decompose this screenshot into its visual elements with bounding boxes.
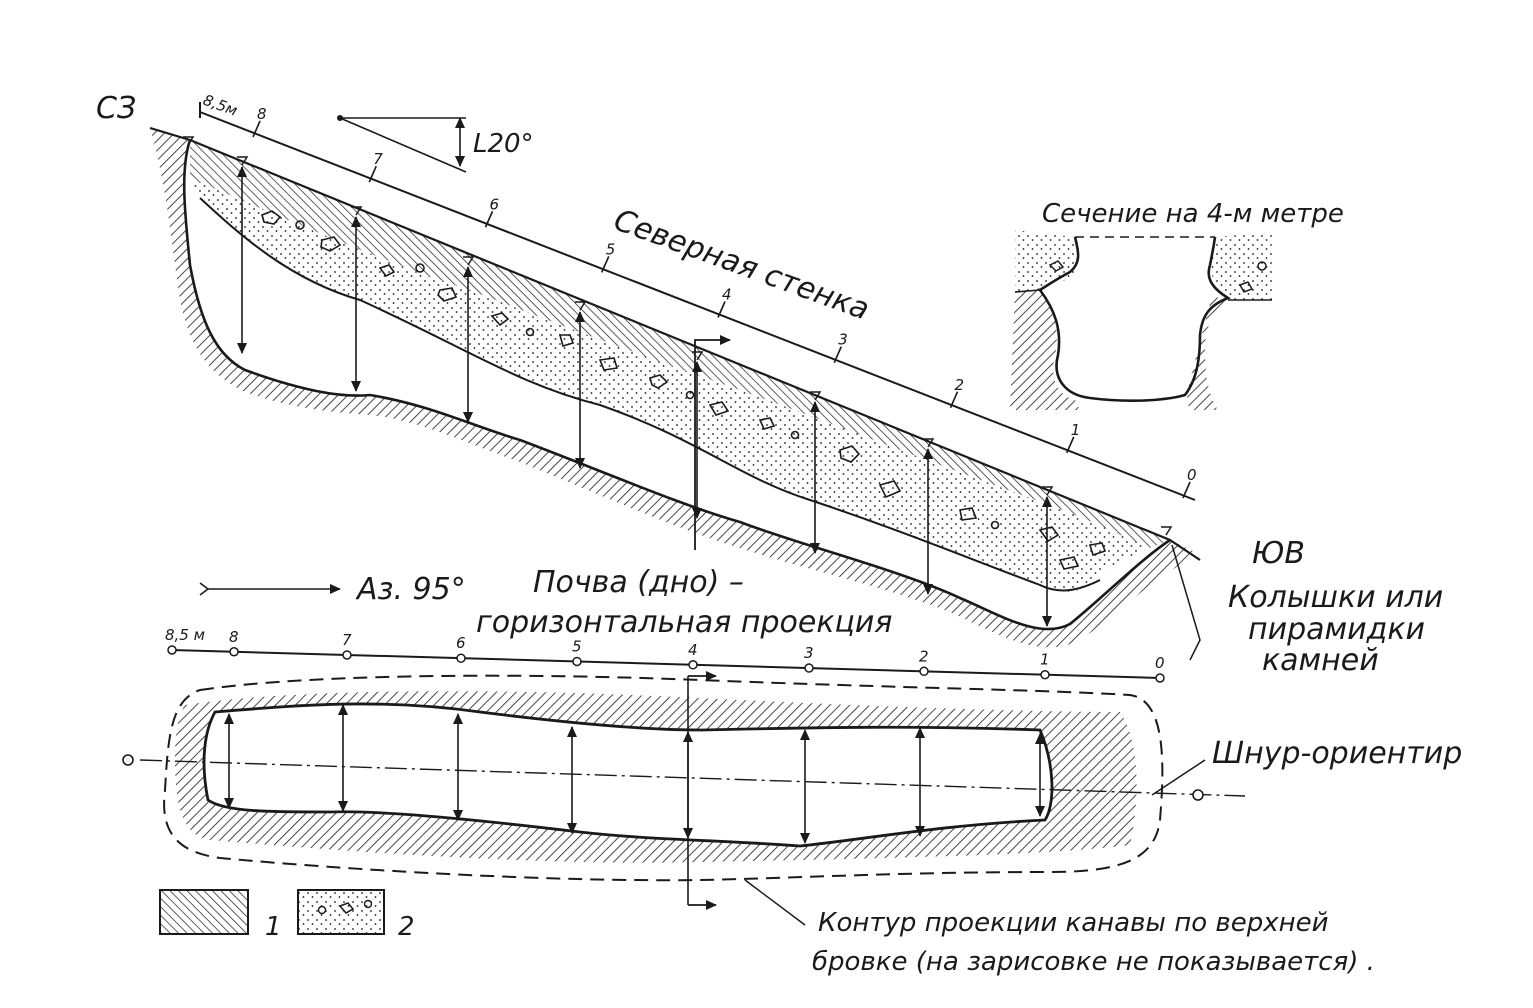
profile-scale-tick-label: 1: [1071, 421, 1081, 439]
contour-note-line-2: бровке (на зарисовке не показывается) .: [812, 947, 1375, 977]
legend-stone: [338, 902, 355, 914]
legend-number-1: 1: [265, 912, 282, 942]
profile-layer-2: [190, 178, 1150, 592]
plan-station-label: 2: [919, 647, 929, 665]
plan-station-label: 4: [688, 641, 698, 659]
plan-station: [229, 647, 239, 657]
stake-marker: [810, 391, 822, 401]
profile-layer-1: [190, 140, 1170, 548]
plan-station: [688, 660, 698, 670]
stake-marker: [463, 256, 475, 266]
stake-marker: [1042, 486, 1054, 496]
upper-edge-contour-dashed: [163, 674, 1164, 882]
cord-peg-east: [1192, 789, 1204, 801]
profile-scale-tick-label: 3: [838, 331, 848, 349]
plan-station-label: 5: [572, 637, 582, 655]
profile-se-label: ЮВ: [1252, 536, 1305, 571]
profile-stones: [261, 210, 1107, 570]
profile-scale-tick: [717, 301, 726, 318]
stakes-label-line-2: пирамидки: [1248, 612, 1425, 647]
stake-marker: [1161, 526, 1173, 536]
plan-station-label: 7: [342, 631, 352, 649]
stake-marker: [351, 206, 363, 216]
plan-station: [919, 666, 929, 677]
section-layer-line-left: [1014, 289, 1041, 293]
stakes-label-line-1: Колышки или: [1228, 580, 1443, 615]
plan-view: Аз. 95° Почва (дно) – горизонтальная про…: [122, 565, 1462, 977]
profile-scale-tick: [949, 391, 959, 409]
profile-scale-tick-label: 4: [722, 286, 732, 304]
floor-label-line-1: Почва (дно) –: [533, 565, 744, 600]
stakes-leader-line: [1171, 544, 1201, 661]
floor-label-line-2: горизонтальная проекция: [476, 605, 892, 640]
profile-scale-tick-label: 5: [606, 240, 616, 258]
plan-axis-line: [171, 649, 1161, 679]
plan-station-label: 3: [804, 644, 814, 662]
legend-swatch-hatch: [159, 889, 249, 935]
plan-axis-start-label: 8,5 м: [165, 626, 205, 644]
profile-scale-tick: [1066, 436, 1075, 454]
plan-wall-hatch: [175, 691, 1137, 863]
cord-leader-line: [1151, 759, 1206, 796]
section-pebble: [1257, 261, 1267, 271]
plan-floor-outline: [202, 702, 1054, 848]
profile-scale-ticks: 8 7 6 5 4 3 2 1 0: [252, 105, 1197, 499]
dip-angle-symbol: L20°: [337, 115, 534, 173]
profile-scale-tick: [1182, 481, 1191, 499]
plan-station-start: [167, 645, 177, 655]
contour-leader-line: [744, 879, 806, 926]
stake-marker: [575, 301, 587, 311]
section-title: Сечение на 4-м метре: [1042, 199, 1344, 229]
legend-pebble-b: [363, 899, 373, 909]
legend: 1 2: [159, 889, 415, 942]
plan-station: [572, 656, 582, 667]
profile-scale-tick: [601, 256, 610, 273]
stake-marker: [923, 438, 935, 448]
profile-wall-label: Северная стенка: [609, 203, 873, 328]
contour-note-line-1: Контур проекции канавы по верхней: [818, 908, 1329, 938]
azimuth-arrow-tail: [199, 582, 210, 596]
cord-label: Шнур-ориентир: [1212, 736, 1462, 771]
plan-station: [1155, 673, 1165, 683]
azimuth-label: Аз. 95°: [355, 572, 466, 607]
plan-station: [456, 653, 466, 663]
profile-scale-tick-label: 7: [373, 150, 383, 168]
profile-scale-tick-label: 8: [257, 105, 267, 123]
stake-marker: [183, 136, 195, 146]
profile-scale-tick: [484, 210, 494, 228]
stake-marker: [237, 156, 249, 166]
cross-section-4m: Сечение на 4-м метре: [1010, 199, 1344, 410]
profile-scale-tick-label: 2: [955, 376, 965, 394]
profile-scale-line: [199, 111, 1196, 501]
profile-depth-measures: [183, 136, 1173, 627]
plan-station: [342, 650, 352, 660]
legend-swatch-dots: [297, 889, 385, 935]
stakes-label-line-3: камней: [1262, 643, 1379, 678]
section-stones: [1048, 260, 1254, 293]
profile-scale-tick: [833, 346, 842, 363]
profile-scale-tick: [368, 165, 377, 183]
plan-station: [804, 663, 814, 673]
legend-pebble-a: [317, 905, 327, 915]
profile-section-4m-marker: [694, 335, 731, 550]
plan-station: [1040, 669, 1050, 680]
profile-surface-line: [149, 126, 1201, 561]
profile-scale-tick-label: 0: [1187, 466, 1197, 484]
section-outline: [1038, 236, 1231, 402]
profile-nw-label: СЗ: [96, 91, 136, 126]
plan-station-label: 1: [1040, 651, 1050, 669]
profile-floor-line: [182, 139, 1171, 631]
cord-peg-west: [122, 754, 134, 766]
plan-station-label: 0: [1155, 654, 1165, 672]
plan-axis-stations: 8 7 6 5 4 3 2 1 0: [167, 628, 1165, 683]
dip-angle-label: L20°: [473, 129, 534, 159]
legend-number-2: 2: [398, 912, 415, 942]
profile-layer-boundary: [199, 197, 1101, 592]
plan-station-label: 8: [229, 628, 239, 646]
profile-scale-tick: [252, 120, 261, 138]
plan-station-label: 6: [456, 634, 466, 652]
profile-scale-tick-label: 6: [490, 195, 500, 213]
